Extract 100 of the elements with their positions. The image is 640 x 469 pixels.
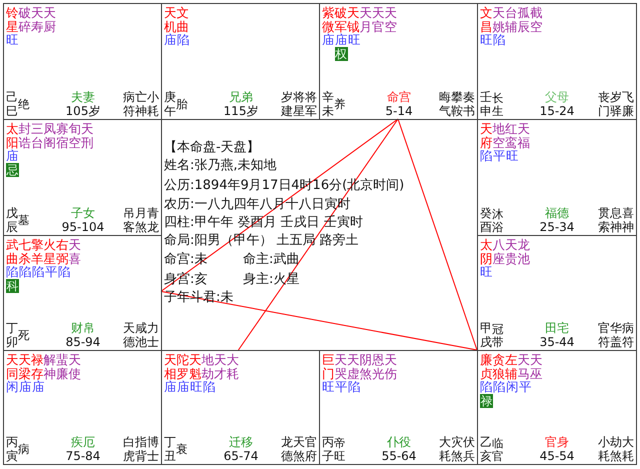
star-name: 破军 [334,6,347,34]
star-name: 大耗 [226,353,239,380]
stem-branch-text: 辛未 [322,91,334,118]
star-name: 八座 [492,238,505,266]
spirit-name: 咸池 [135,322,147,349]
star-name: 天巫 [530,353,542,380]
star-name: 陀罗 [176,353,189,380]
star-name: 火星 [44,238,56,266]
transform-tag: 禄 [480,394,493,408]
brightness-text: 陷陷闲平 [480,380,532,394]
info-text: 姓名:张乃燕,未知地 [164,158,277,173]
brightness-text: 陷平旺 [480,149,519,163]
age-range: 65-74 [224,450,258,463]
spirit-name: 天德 [123,322,135,349]
spirit-name: 喜神 [622,207,634,234]
spirit-name: 将星 [293,91,305,118]
star-name: 巨门 [322,353,334,380]
spirit-name: 劫煞 [610,436,622,463]
connector-line [160,290,478,350]
star-name: 寡宿 [56,122,68,150]
stem-branch-text: 丁丑 [164,436,176,463]
stem-branch-text: 丙子 [322,436,334,463]
spirit-name: 大耗 [439,436,451,463]
star-name: 孤辰 [518,6,530,34]
star-name: 天姚 [492,6,505,34]
star-name: 七杀 [18,238,31,266]
palace-name: 田宅 [545,322,569,336]
star-name: 天虚 [347,353,360,380]
star-name: 解神 [44,353,56,380]
star-name: 地空 [492,122,505,150]
brightness-text: 旺陷 [480,33,506,47]
palace-cell [161,3,320,120]
phase-text: 冠带 [492,322,504,348]
transform-tag: 科 [6,279,19,293]
star-name: 文昌 [480,6,492,34]
star-name: 紫微 [322,6,334,34]
phase-text: 沐浴 [492,208,504,234]
spirit-name: 力士 [147,322,159,349]
palace-name: 迁移 [229,436,253,450]
palace-name: 福德 [545,207,569,220]
connector-line [238,118,398,350]
brightness-text: 庙庙旺 [322,33,361,47]
palace-cell [3,235,162,351]
star-name: 天同 [6,353,18,380]
stem-branch-text: 戊辰 [6,207,18,234]
spirit-name: 岁建 [281,91,293,118]
star-name: 天梁 [18,353,31,380]
spirit-name: 小耗 [598,436,610,463]
age-range: 45-54 [540,450,574,463]
palace-cell [477,3,637,120]
star-name: 天空 [384,6,397,34]
spirit-name: 博士 [147,436,159,463]
stem-branch-text: 己巳 [6,91,18,118]
transform-tag: 权 [334,47,348,61]
spirit-name: 小耗 [147,91,159,118]
age-range: 15-24 [540,104,574,118]
star-name: 天府 [480,122,492,150]
stem-branch-text: 乙亥 [480,436,492,463]
stem-branch-text: 壬申 [480,91,492,118]
palace-name: 财帛 [71,322,95,336]
palace-cell [477,119,637,236]
star-name: 天福 [518,122,530,150]
spirit-name: 晦气 [439,91,451,118]
age-range: 115岁 [224,104,258,118]
star-name: 红鸾 [505,122,518,150]
palace-cell [3,350,162,465]
stem-branch-text: 庚午 [164,91,176,118]
palace-name: 夫妻 [71,91,95,104]
info-text: 身主:火星 [243,272,300,287]
star-name: 铃星 [6,6,18,34]
spirit-name: 指背 [135,436,147,463]
brightness-text: 旺 [6,33,19,47]
star-name: 天使 [68,353,81,380]
palace-cell [319,350,478,465]
spirit-name: 贯索 [598,207,610,234]
spirit-name: 吊客 [123,207,135,234]
spirit-name: 奏书 [463,91,475,118]
star-name: 天伤 [384,353,397,380]
star-name: 擎羊 [31,238,44,266]
palace-name: 命宫 [387,91,411,104]
star-name: 武曲 [6,238,18,266]
star-name: 凤阁 [44,122,56,150]
palace-name: 仆役 [387,436,411,450]
age-range: 85-94 [66,336,100,349]
brightness-text: 陷陷陷平陷 [6,265,71,279]
palace-cell [3,119,162,236]
stem-branch-text: 癸酉 [480,207,492,234]
phase-text: 临官 [492,436,504,462]
spirit-name: 大耗 [622,436,634,463]
spirit-name: 青龙 [147,207,159,234]
star-name: 天马 [518,353,530,380]
star-name: 天贵 [505,238,518,266]
star-name: 天官 [372,6,384,34]
star-name: 左辅 [505,353,518,380]
brightness-text: 旺平陷 [322,380,361,394]
palace-cell [319,3,478,120]
star-name: 文曲 [176,6,189,34]
star-name: 天才 [214,353,226,380]
age-range: 35-44 [540,336,574,349]
spirit-name: 华盖 [610,322,622,349]
